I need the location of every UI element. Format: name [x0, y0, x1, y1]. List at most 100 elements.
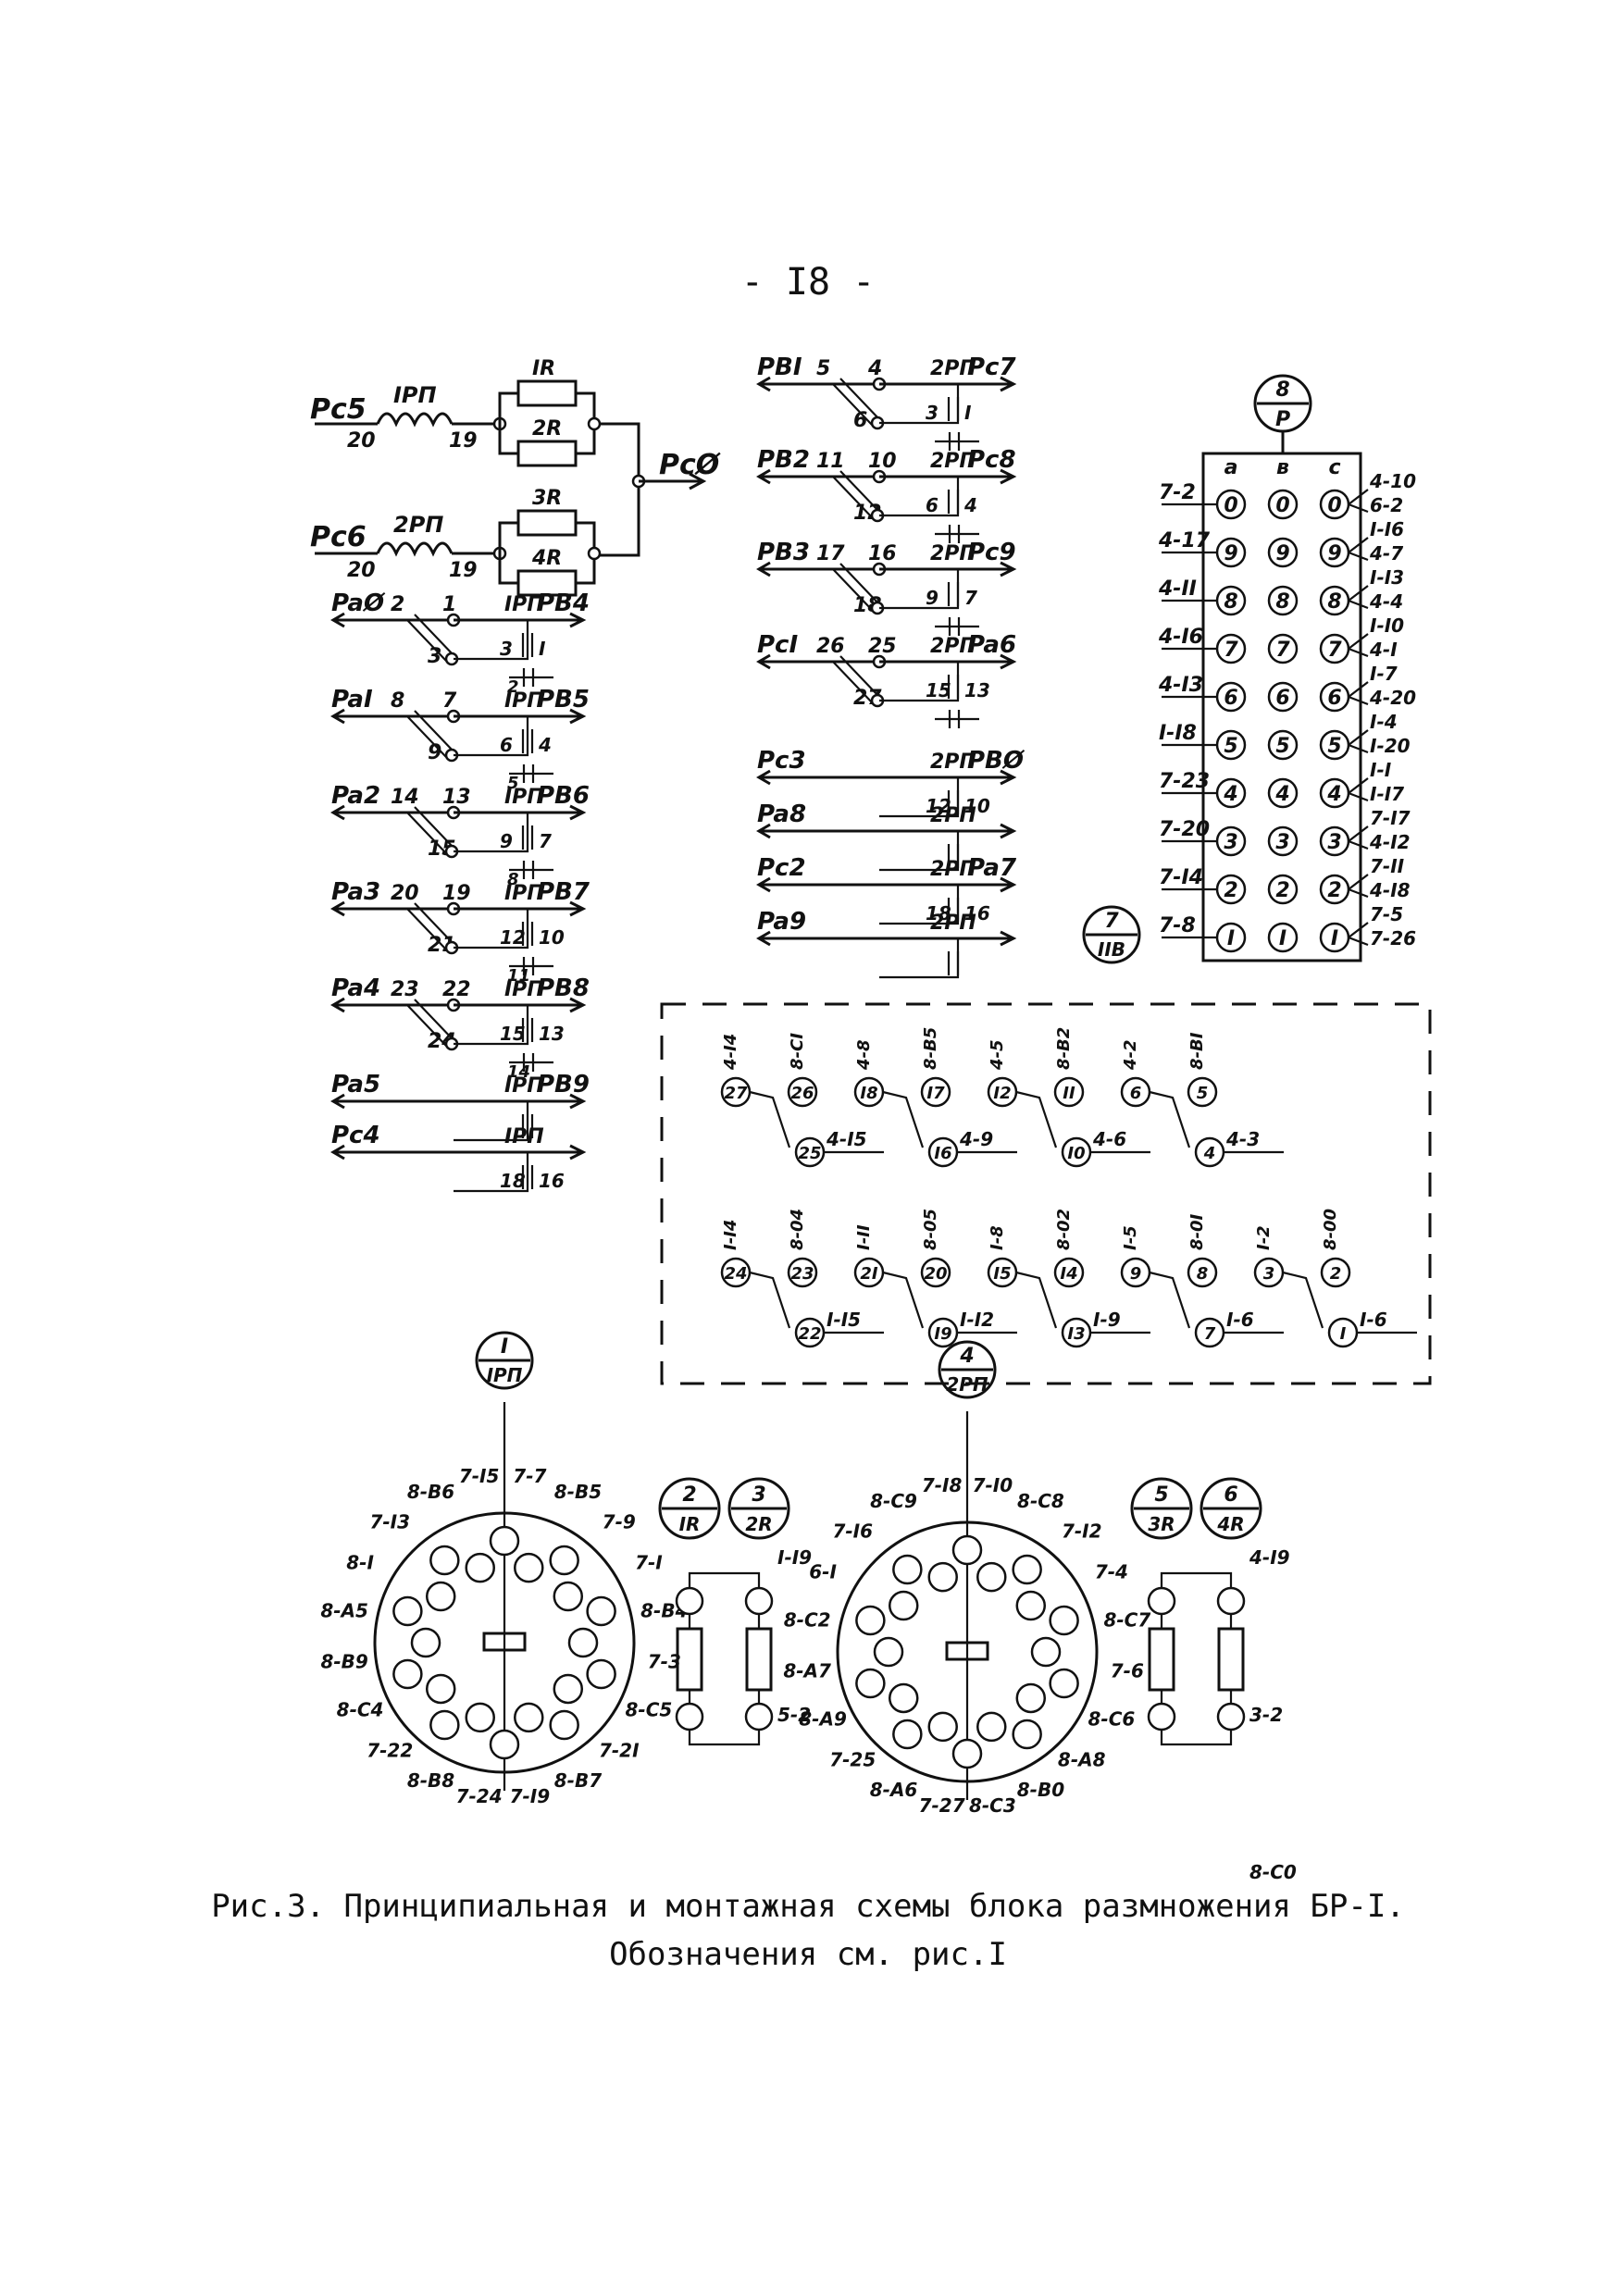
- resistor-tag: 5: [1154, 1483, 1168, 1507]
- socket-wire-label: 7-I9: [510, 1785, 551, 1807]
- connector-wire-label: 7-2: [1159, 481, 1196, 504]
- relay-input-label: PaI: [331, 686, 373, 714]
- relay-label: 2PП: [930, 357, 976, 380]
- socket-wire-label: 7-I0: [973, 1474, 1013, 1496]
- board-wire-label: 8-0I: [1187, 1213, 1207, 1250]
- contact-number: 2: [507, 677, 519, 697]
- board-wire-label: 4-9: [959, 1128, 993, 1150]
- page-number: - I8 -: [741, 261, 876, 304]
- connector-pin-number: 2: [1275, 879, 1289, 902]
- socket-wire-label: 7-2I: [599, 1740, 640, 1762]
- connector-pin-number: 6: [1275, 687, 1289, 710]
- connector-pin-number: 7: [1224, 639, 1238, 662]
- connector-pin-number: 7: [1327, 639, 1342, 662]
- connector-pin-number: 0: [1224, 494, 1237, 517]
- board-wire-label: 4-I4: [721, 1034, 740, 1071]
- connector-wire-label: 4-17: [1158, 529, 1211, 552]
- resistor-wire-label: I-I9: [777, 1546, 812, 1569]
- board-wire-label: I-6: [1226, 1309, 1254, 1331]
- contact-number: 18: [500, 1170, 526, 1192]
- relay-label: IPП: [504, 593, 544, 616]
- board-wire-label: 4-I5: [826, 1128, 867, 1150]
- resistor-wire-label: 4-I9: [1249, 1546, 1290, 1569]
- board-pin-number: I3: [1067, 1324, 1085, 1344]
- contact-number: 6: [500, 734, 513, 756]
- board-wire-label: I-9: [1093, 1309, 1121, 1331]
- contact-number: 11: [507, 966, 530, 986]
- connector-pin-number: I: [1227, 927, 1235, 950]
- contact-number: 5: [816, 357, 830, 380]
- board-tag: 7: [1104, 910, 1119, 933]
- connector-wire-label: I-7: [1370, 663, 1398, 685]
- socket-pin: [425, 1581, 456, 1612]
- contact-number: 1: [442, 593, 456, 616]
- relay-output-label: PB9: [537, 1071, 590, 1098]
- resistor-wire-label: 3-2: [1249, 1704, 1283, 1726]
- socket-pin: [1049, 1605, 1079, 1636]
- coil-pin: 19: [449, 429, 478, 453]
- socket-pin: [553, 1581, 584, 1612]
- connector-wire-label: 4-II: [1158, 577, 1197, 601]
- contact-number: 23: [391, 978, 419, 1001]
- coil-pin: 20: [347, 559, 376, 582]
- relay-input-label: Pa2: [331, 782, 380, 810]
- connector-pin-number: 3: [1275, 831, 1289, 854]
- coil-label: 2PП: [393, 512, 443, 538]
- board-pin-number: 3: [1263, 1264, 1275, 1284]
- contact-number: 13: [539, 1023, 565, 1045]
- board-pin-number: I0: [1067, 1144, 1085, 1163]
- resistor-pin: [675, 1702, 704, 1731]
- contact-number: I: [539, 638, 546, 660]
- socket-pin: [927, 1711, 958, 1743]
- contact-number: 8: [391, 689, 404, 713]
- relay-input-label: Pa8: [757, 800, 806, 828]
- socket-pin: [888, 1682, 919, 1714]
- socket-pin: [855, 1605, 886, 1636]
- contact-number: 5: [507, 774, 519, 793]
- board-pin-number: I6: [934, 1144, 951, 1163]
- connector-pin-number: 2: [1327, 879, 1341, 902]
- socket-wire-label: 8-A9: [799, 1707, 847, 1730]
- socket-wire-label: 7-3: [648, 1650, 681, 1672]
- socket-wire-label: 8-A7: [783, 1659, 831, 1682]
- contact-number: 8: [507, 870, 519, 889]
- relay-input-label: PcI: [757, 631, 798, 659]
- board-wire-label: 8-BI: [1187, 1032, 1207, 1070]
- board-pin-number: 7: [1204, 1324, 1216, 1344]
- socket-tag: 2PП: [946, 1373, 988, 1396]
- connector-pin-number: 9: [1327, 542, 1341, 565]
- connector-pin-number: 9: [1275, 542, 1289, 565]
- socket-wire-label: 8-C5: [626, 1698, 673, 1720]
- connector-wire-label: 7-5: [1370, 903, 1403, 925]
- resistor-tag: IR: [679, 1513, 701, 1535]
- contact-number: 6: [926, 494, 939, 516]
- relay-label: 2PП: [930, 804, 976, 827]
- contact-number: 26: [816, 635, 845, 658]
- board-pin-number: 6: [1130, 1084, 1142, 1103]
- contact-number: 15: [500, 1023, 526, 1045]
- socket-wire-label: 8-A8: [1058, 1749, 1106, 1771]
- relay-input-label: PB3: [757, 539, 810, 566]
- switch-board: 7 IIB 274-I4268-CII84-8I78-B5I24-5II8-B2…: [660, 905, 1432, 1385]
- resistor-pin: [1147, 1702, 1176, 1731]
- socket-wire-label: 8-I: [346, 1552, 374, 1574]
- board-wire-label: 4-5: [988, 1039, 1007, 1071]
- relay-input-label: Pa5: [331, 1071, 380, 1098]
- connector-wire-label: 4-I8: [1369, 879, 1411, 901]
- board-wire-label: I-II: [854, 1224, 874, 1250]
- socket-tag: I: [501, 1335, 508, 1359]
- socket-wire-label: 7-6: [1111, 1659, 1144, 1682]
- board-wire-label: 8-B5: [921, 1027, 940, 1070]
- relay-label: IPП: [504, 882, 544, 905]
- socket-pin: [927, 1561, 958, 1593]
- socket-pin: [553, 1673, 584, 1705]
- connector-pin-number: 9: [1224, 542, 1237, 565]
- relay-input-label: Pc2: [757, 854, 806, 882]
- contact-number: 20: [391, 882, 419, 905]
- socket-pin: [392, 1658, 423, 1690]
- relay-output-label: Pc8: [967, 446, 1016, 474]
- board-pin: [1320, 1257, 1351, 1288]
